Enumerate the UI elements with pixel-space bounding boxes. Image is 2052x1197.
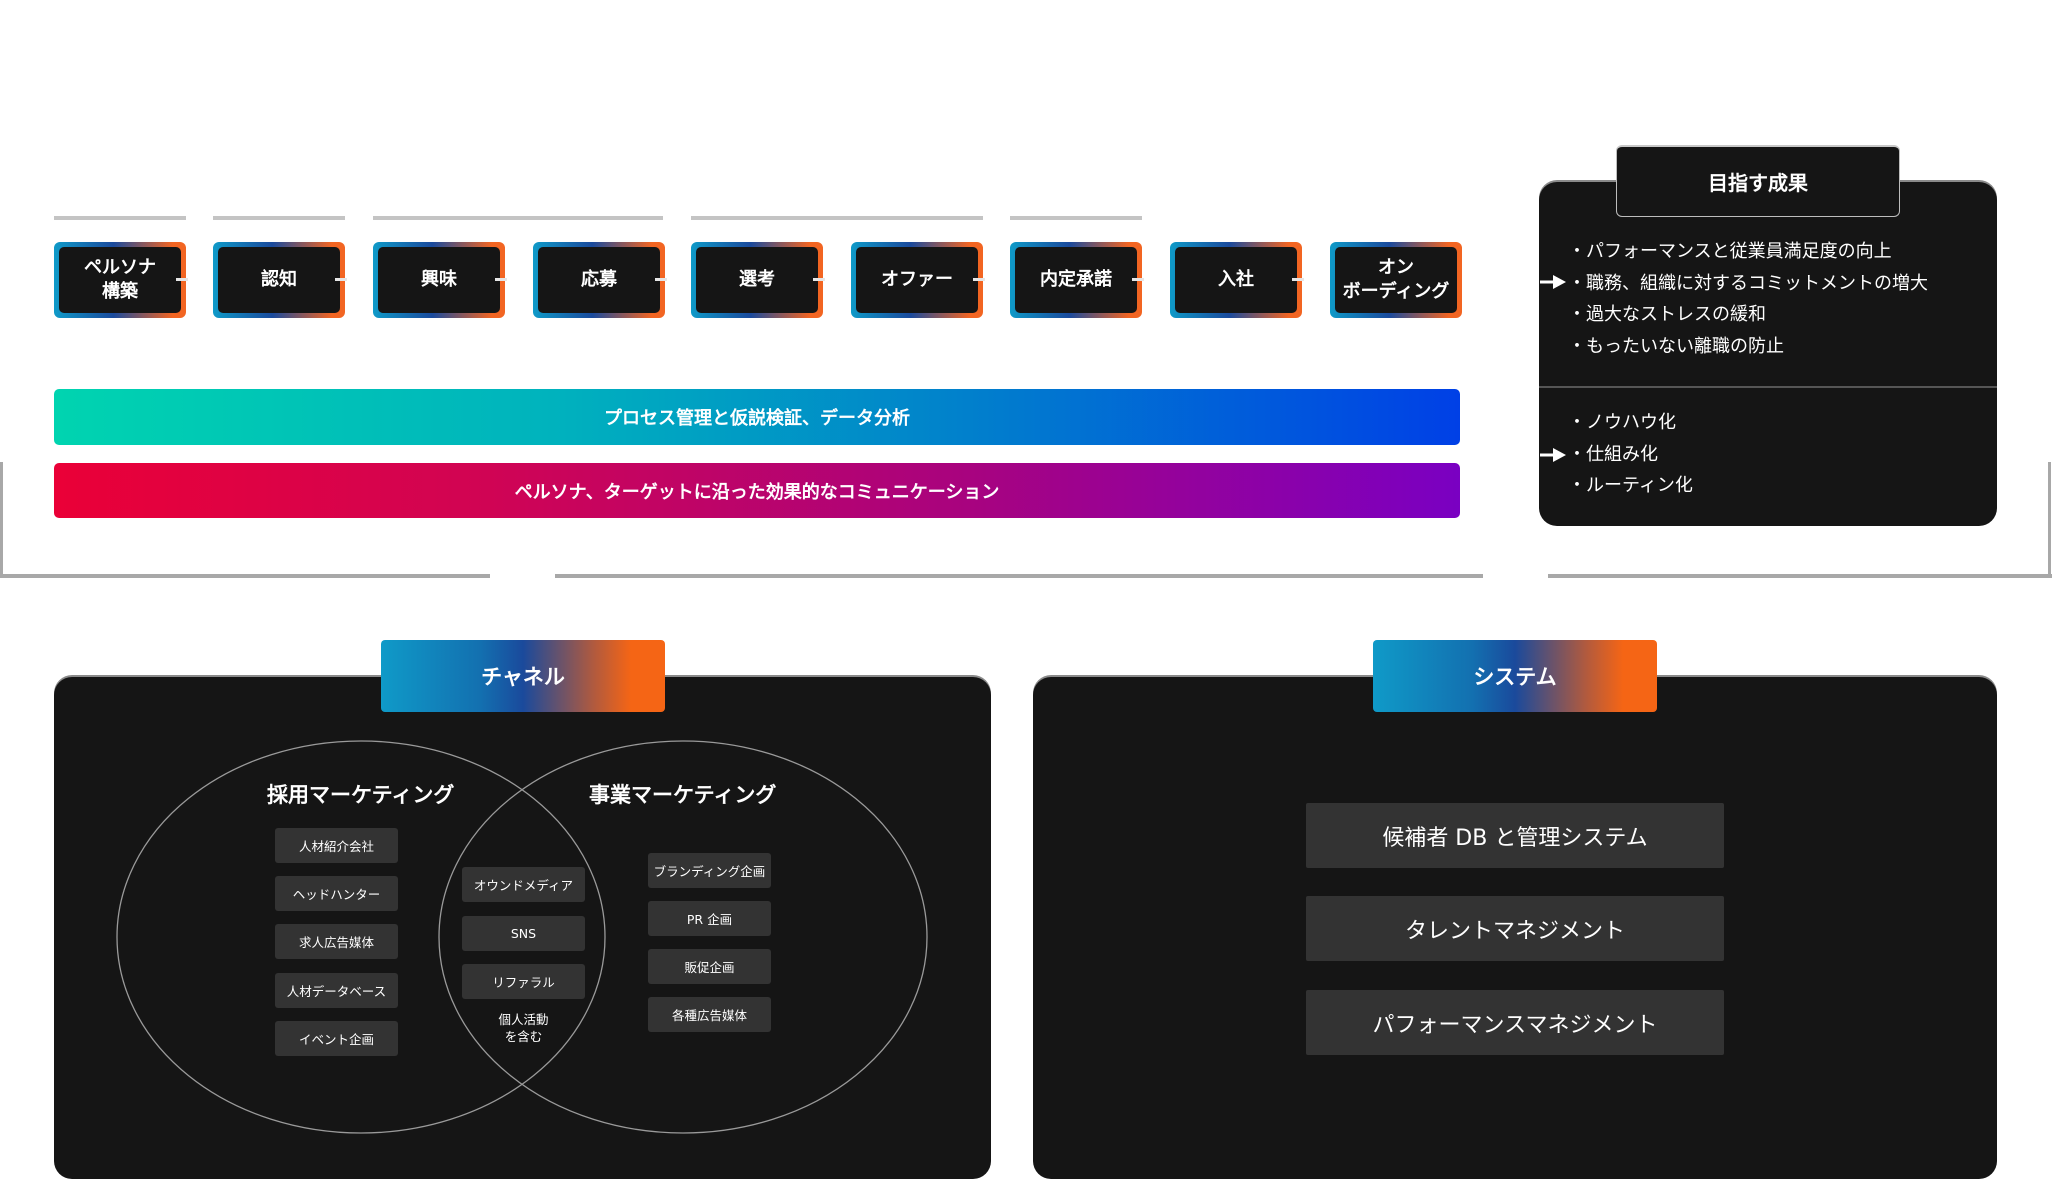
outcome-item-text: 仕組み化	[1586, 443, 1658, 465]
system-item-talent-management: タレントマネジメント	[1306, 896, 1724, 961]
stage-offer: オファー	[851, 242, 985, 318]
system-title-text: システム	[1473, 665, 1557, 689]
stage-selection: 選考	[691, 242, 825, 318]
channel-item: SNS	[462, 916, 585, 951]
channel-item: オウンドメディア	[462, 867, 585, 902]
stage-connector	[1132, 278, 1144, 281]
stage-group-line	[1010, 216, 1142, 220]
bullet: ・	[1568, 304, 1586, 325]
channel-title-text: チャネル	[481, 665, 565, 689]
outcome-title-text: 目指す成果	[1708, 171, 1808, 195]
channel-title: チャネル	[381, 640, 665, 712]
arrow-right-icon	[1540, 275, 1566, 289]
bullet: ・	[1568, 335, 1586, 357]
bracket-bottom-edge	[1548, 574, 2052, 578]
channel-item: イベント企画	[275, 1021, 398, 1056]
process-management-label: プロセス管理と仮説検証、データ分析	[604, 408, 910, 429]
stage-persona: ペルソナ 構築	[54, 242, 188, 318]
stage-label: 認知	[218, 247, 340, 313]
system-item-candidate-db: 候補者 DB と管理システム	[1306, 803, 1724, 868]
stage-connector	[495, 278, 507, 281]
stage-label: 選考	[696, 247, 818, 313]
bullet: ・	[1568, 241, 1586, 262]
outcome-item-text: もったいない離職の防止	[1586, 335, 1784, 357]
outcome-panel	[1539, 182, 1997, 526]
outcome-title: 目指す成果	[1616, 145, 1900, 217]
business-marketing-circle	[438, 740, 928, 1134]
recruiting-marketing-circle	[116, 740, 606, 1134]
bracket-right-edge	[2048, 462, 2051, 578]
stage-label: 応募	[538, 247, 660, 313]
bullet: ・	[1568, 412, 1586, 433]
stage-label: 入社	[1175, 247, 1297, 313]
communication-label: ペルソナ、ターゲットに沿った効果的なコミュニケーション	[514, 481, 1000, 503]
channel-item: 販促企画	[648, 949, 771, 984]
channel-item: 求人広告媒体	[275, 924, 398, 959]
business-marketing-title: 事業マーケティング	[589, 783, 777, 807]
outcome-item: ・ノウハウ化	[1568, 407, 1693, 439]
system-title: システム	[1373, 640, 1657, 712]
channel-item: PR 企画	[648, 901, 771, 936]
outcome-item-text: パフォーマンスと従業員満足度の向上	[1586, 241, 1892, 262]
channel-item: ヘッドハンター	[275, 876, 398, 911]
stage-label: オン ボーディング	[1335, 247, 1457, 313]
stage-label: ペルソナ 構築	[59, 247, 181, 313]
outcome-item: ・過大なストレスの緩和	[1568, 299, 1928, 331]
channel-item: 人材紹介会社	[275, 828, 398, 863]
stage-application: 応募	[533, 242, 667, 318]
stage-group-line	[691, 216, 983, 220]
stage-connector	[813, 278, 825, 281]
stage-acceptance: 内定承諾	[1010, 242, 1144, 318]
process-management-bar: プロセス管理と仮説検証、データ分析	[54, 389, 1460, 445]
stage-group-line	[54, 216, 186, 220]
outcome-item-text: ルーティン化	[1586, 475, 1693, 496]
stage-awareness: 認知	[213, 242, 347, 318]
system-item-performance-management: パフォーマンスマネジメント	[1306, 990, 1724, 1055]
recruiting-marketing-title: 採用マーケティング	[267, 783, 455, 807]
channel-item: リファラル	[462, 964, 585, 999]
channel-item: 各種広告媒体	[648, 997, 771, 1032]
outcome-item: ・職務、組織に対するコミットメントの増大	[1568, 268, 1928, 300]
outcome-item-text: 職務、組織に対するコミットメントの増大	[1586, 272, 1928, 294]
stage-connector	[176, 278, 188, 281]
stage-label: 内定承諾	[1015, 247, 1137, 313]
stage-interest: 興味	[373, 242, 507, 318]
outcome-list-results: ・パフォーマンスと従業員満足度の向上 ・職務、組織に対するコミットメントの増大 …	[1568, 236, 1928, 362]
channel-item: 人材データベース	[275, 973, 398, 1008]
outcome-item-text: 過大なストレスの緩和	[1586, 304, 1766, 325]
bracket-bottom-edge	[0, 574, 490, 578]
channel-item: ブランディング企画	[648, 853, 771, 888]
overlap-note: 個人活動 を含む	[498, 1012, 549, 1044]
stage-connector	[973, 278, 985, 281]
bullet: ・	[1568, 443, 1586, 465]
stage-connector	[335, 278, 347, 281]
outcome-item: ・もったいない離職の防止	[1568, 331, 1928, 363]
communication-bar: ペルソナ、ターゲットに沿った効果的なコミュニケーション	[54, 463, 1460, 518]
stage-label: オファー	[856, 247, 978, 313]
outcome-item: ・仕組み化	[1568, 439, 1693, 471]
bullet: ・	[1568, 475, 1586, 496]
outcome-list-systematization: ・ノウハウ化 ・仕組み化 ・ルーティン化	[1568, 407, 1693, 502]
bracket-bottom-edge	[555, 574, 1483, 578]
arrow-right-icon	[1540, 448, 1566, 462]
stage-label: 興味	[378, 247, 500, 313]
stage-joining: 入社	[1170, 242, 1304, 318]
outcome-item: ・パフォーマンスと従業員満足度の向上	[1568, 236, 1928, 268]
outcome-item-text: ノウハウ化	[1586, 412, 1676, 433]
outcome-item: ・ルーティン化	[1568, 470, 1693, 502]
venn-diagram	[116, 740, 928, 1134]
stage-connector	[1292, 278, 1304, 281]
bracket-left-edge	[0, 462, 3, 578]
outcome-divider	[1539, 386, 1997, 388]
stage-onboarding: オン ボーディング	[1330, 242, 1462, 318]
stage-group-line	[373, 216, 663, 220]
stage-connector	[655, 278, 667, 281]
stage-group-line	[213, 216, 345, 220]
bullet: ・	[1568, 272, 1586, 294]
